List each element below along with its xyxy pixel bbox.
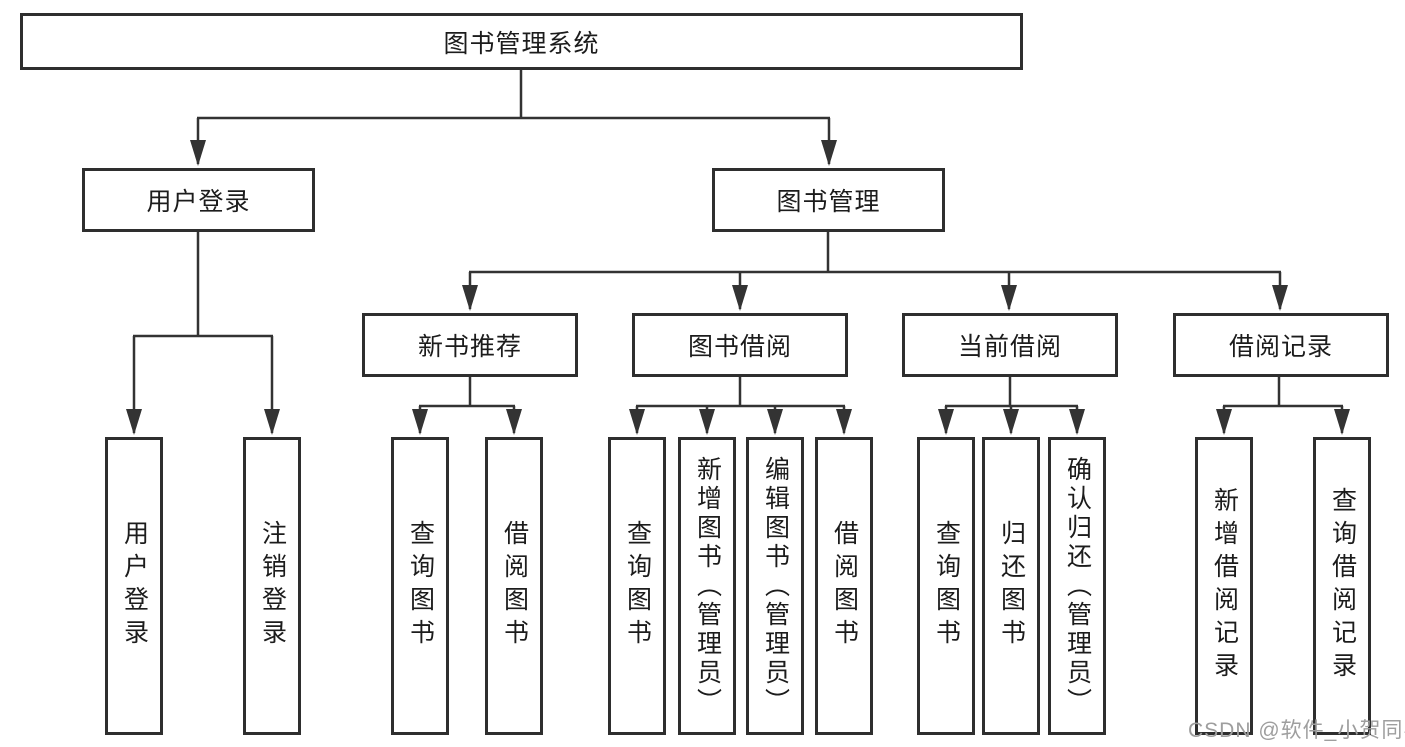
- node-current-borrow: 当前借阅: [902, 313, 1118, 377]
- watermark-text: CSDN @软件_小贺同学: [1188, 719, 1405, 742]
- node-new-book-recommend: 新书推荐: [362, 313, 578, 377]
- node-bb-add-books-admin: 新增图书（管理员）: [678, 437, 736, 735]
- node-user-login: 用户登录: [82, 168, 315, 232]
- node-logout-leaf: 注销登录: [243, 437, 301, 735]
- node-cb-return-books: 归还图书: [982, 437, 1040, 735]
- node-cb-confirm-return-admin: 确认归还（管理员）: [1048, 437, 1106, 735]
- node-br-query-record: 查询借阅记录: [1313, 437, 1371, 735]
- node-borrow-records: 借阅记录: [1173, 313, 1389, 377]
- node-book-borrow: 图书借阅: [632, 313, 848, 377]
- node-cb-query-books: 查询图书: [917, 437, 975, 735]
- node-bb-query-books: 查询图书: [608, 437, 666, 735]
- node-bb-borrow-books: 借阅图书: [815, 437, 873, 735]
- node-book-management: 图书管理: [712, 168, 945, 232]
- node-br-add-record: 新增借阅记录: [1195, 437, 1253, 735]
- node-bb-edit-books-admin: 编辑图书（管理员）: [746, 437, 804, 735]
- node-root: 图书管理系统: [20, 13, 1023, 70]
- node-nb-borrow-books: 借阅图书: [485, 437, 543, 735]
- node-nb-query-books: 查询图书: [391, 437, 449, 735]
- node-user-login-leaf: 用户登录: [105, 437, 163, 735]
